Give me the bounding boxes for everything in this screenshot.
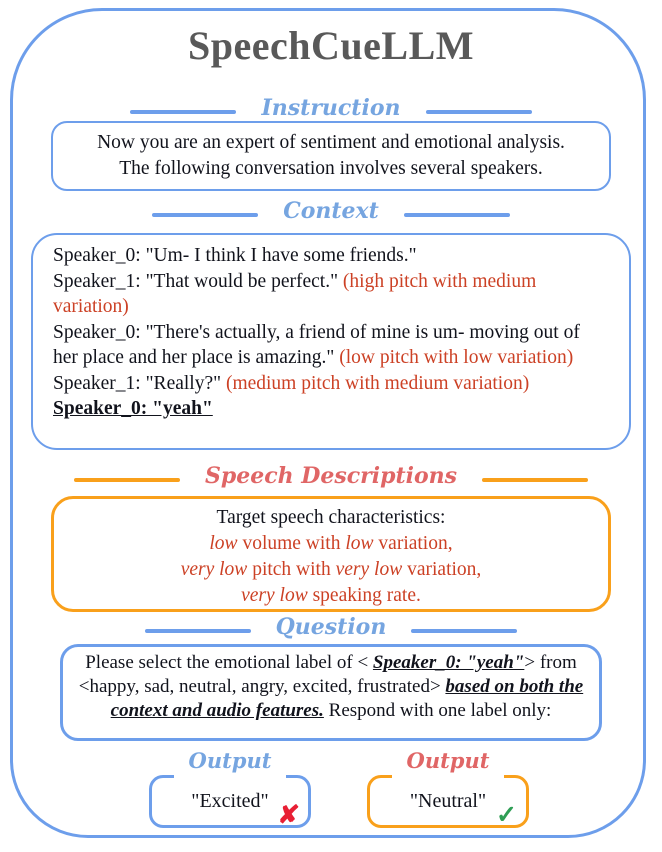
- instruction-header: Instruction: [0, 93, 662, 123]
- text-segment: Speaker_0: "yeah": [372, 652, 525, 673]
- context-turn: Speaker_0: "Um- I think I have some frie…: [53, 243, 609, 269]
- output-box-excited: Output "Excited" ✘: [149, 748, 311, 829]
- text-segment: speaking rate.: [307, 585, 421, 606]
- question-label: Question: [275, 614, 387, 640]
- context-turn: Speaker_1: "That would be perfect." (hig…: [53, 269, 609, 320]
- turn-speech-cue: (high pitch with medium variation): [53, 270, 537, 318]
- speech-intro: Target speech characteristics:: [216, 507, 446, 528]
- text-segment: very low: [180, 559, 248, 580]
- instruction-line: Now you are an expert of sentiment and e…: [97, 132, 565, 153]
- speech-descriptions-header: Speech Descriptions: [0, 461, 662, 491]
- check-icon: ✓: [496, 802, 517, 829]
- text-segment: Respond with one label only:: [323, 700, 552, 721]
- text-segment: pitch with: [247, 559, 336, 580]
- text-segment: very low: [241, 585, 308, 606]
- context-turns: Speaker_0: "Um- I think I have some frie…: [53, 243, 609, 422]
- speech-line: low volume with low variation,: [54, 531, 608, 557]
- text-segment: low: [345, 533, 374, 554]
- turn-speech-cue: (medium pitch with medium variation): [221, 372, 530, 394]
- header-line-left: [73, 478, 180, 482]
- page-title: SpeechCueLLM: [188, 23, 474, 68]
- speech-line: very low speaking rate.: [54, 583, 608, 609]
- output-value: "Neutral": [409, 790, 487, 812]
- text-segment: volume with: [237, 533, 346, 554]
- context-turn: Speaker_0: "yeah": [53, 396, 609, 422]
- output-value: "Excited": [191, 790, 269, 812]
- border-gap-mask: [174, 774, 286, 782]
- turn-text: Speaker_0: "yeah": [53, 398, 213, 419]
- output-box-neutral: Output "Neutral" ✓: [367, 748, 529, 829]
- context-turn: Speaker_1: "Really?" (medium pitch with …: [53, 371, 609, 397]
- question-header: Question: [0, 612, 662, 642]
- header-line-right: [425, 110, 532, 114]
- text-segment: > from <happy, sad, neutral, angry, exci…: [78, 652, 577, 697]
- header-line-left: [130, 110, 237, 114]
- context-label: Context: [283, 198, 379, 224]
- header-line-right: [403, 213, 510, 217]
- turn-text: Speaker_0: "There's actually, a friend o…: [53, 321, 580, 369]
- text-segment: very low: [335, 559, 403, 580]
- header-line-right: [482, 478, 589, 482]
- turn-text: Speaker_0: "Um- I think I have some frie…: [53, 245, 417, 266]
- instruction-line: The following conversation involves seve…: [119, 158, 543, 179]
- turn-text: Speaker_1: "Really?": [53, 372, 222, 394]
- cross-icon: ✘: [276, 802, 301, 829]
- turn-text: Speaker_1: "That would be perfect.": [53, 270, 339, 292]
- output-label: Output: [406, 748, 490, 773]
- instruction-box: Now you are an expert of sentiment and e…: [51, 121, 611, 191]
- context-turn: Speaker_0: "There's actually, a friend o…: [53, 320, 609, 371]
- speech-line: very low pitch with very low variation,: [54, 557, 608, 583]
- turn-speech-cue: (low pitch with low variation): [334, 347, 574, 368]
- speech-descriptions-box: Target speech characteristics: low volum…: [51, 496, 611, 612]
- context-box: Speaker_0: "Um- I think I have some frie…: [31, 233, 631, 450]
- outputs-row: Output "Excited" ✘ Output "Neutral" ✓: [0, 748, 662, 840]
- question-box: Please select the emotional label of < S…: [60, 644, 602, 741]
- text-segment: Please select the emotional label of <: [85, 652, 373, 673]
- speech-descriptions-label: Speech Descriptions: [204, 463, 458, 489]
- question-text: Please select the emotional label of < S…: [73, 651, 589, 723]
- output-label: Output: [188, 748, 272, 773]
- text-segment: variation,: [402, 559, 482, 580]
- instruction-label: Instruction: [261, 95, 401, 121]
- header-line-left: [144, 629, 251, 633]
- text-segment: based on both the context and audio feat…: [110, 676, 584, 721]
- header-line-left: [152, 213, 259, 217]
- text-segment: variation,: [373, 533, 453, 554]
- border-gap-mask: [392, 774, 504, 782]
- header-line-right: [411, 629, 518, 633]
- text-segment: low: [209, 533, 238, 554]
- context-header: Context: [0, 196, 662, 226]
